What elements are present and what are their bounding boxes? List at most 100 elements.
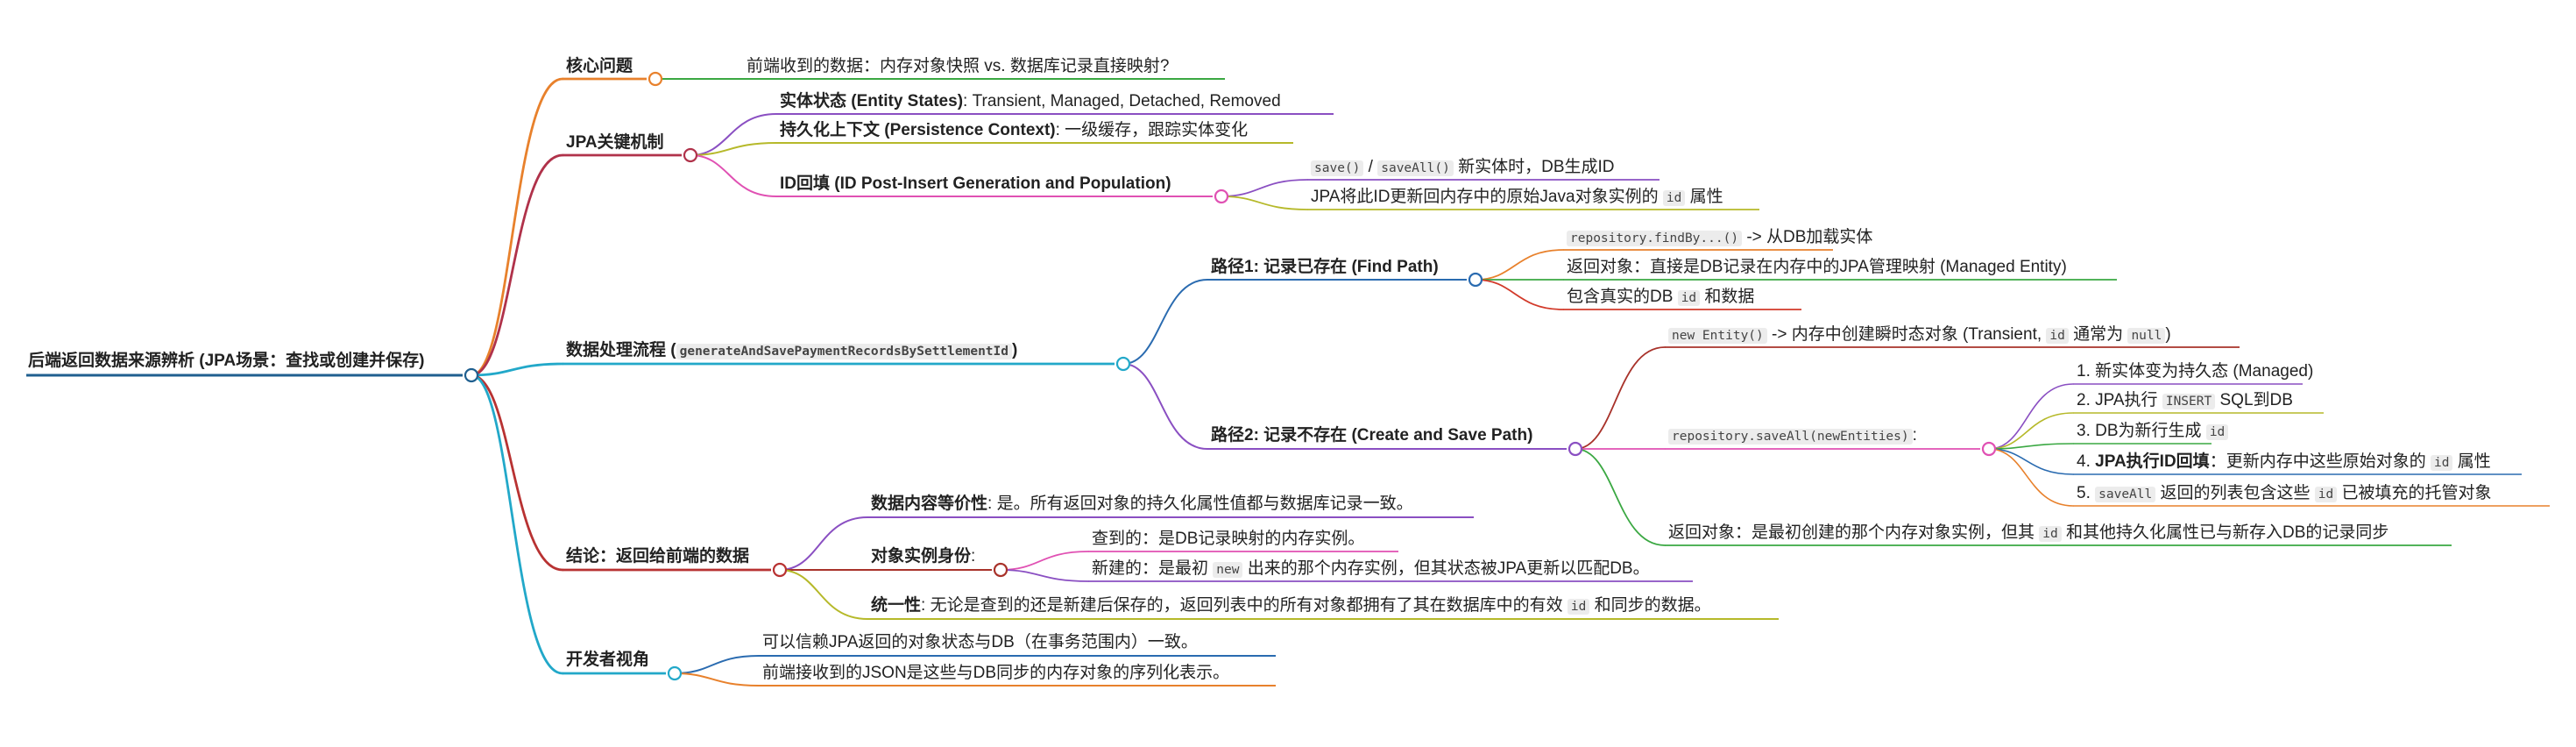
step-2[interactable]: 2. JPA执行 INSERT SQL到DB bbox=[2077, 390, 2293, 412]
path2-return-connector bbox=[1575, 448, 1666, 546]
identity-found-connector bbox=[1000, 551, 1089, 571]
core-question-text[interactable]: 前端收到的数据：内存对象快照 vs. 数据库记录直接映射? bbox=[747, 57, 1170, 75]
identity-found-node[interactable]: 查到的：是DB记录映射的内存实例。 bbox=[1092, 530, 1365, 548]
step-4-post: 属性 bbox=[2452, 452, 2491, 471]
unity-label: 统一性 bbox=[871, 596, 922, 615]
jpa-id-connector bbox=[690, 154, 777, 197]
path2-new-text-c: ) bbox=[2165, 325, 2171, 344]
step-4-bold: JPA执行ID回填 bbox=[2095, 452, 2210, 471]
developer-view-branch[interactable]: 开发者视角 bbox=[566, 651, 650, 669]
step-4-id-code: id bbox=[2430, 455, 2453, 471]
path2-id-code: id bbox=[2046, 328, 2069, 344]
path2-return-node[interactable]: 返回对象：是最初创建的那个内存对象实例，但其 id 和其他持久化属性已与新存入D… bbox=[1668, 523, 2388, 544]
entity-states-node[interactable]: 实体状态 (Entity States): Transient, Managed… bbox=[780, 91, 1281, 112]
saveall-node[interactable]: repository.saveAll(newEntities): bbox=[1668, 425, 1917, 447]
path2-return-post: 和其他持久化属性已与新存入DB的记录同步 bbox=[2061, 523, 2389, 542]
id-population-node[interactable]: ID回填 (ID Post-Insert Generation and Popu… bbox=[780, 174, 1171, 193]
step-2-connector bbox=[1988, 412, 2074, 450]
path2-new-text-b: 通常为 bbox=[2068, 325, 2128, 344]
step-5-post: 已被填充的托管对象 bbox=[2337, 484, 2492, 502]
path1-contains-connector bbox=[1475, 279, 1564, 310]
persistence-context-node[interactable]: 持久化上下文 (Persistence Context): 一级缓存，跟踪实体变… bbox=[780, 120, 1248, 141]
saveall-code: saveAll() bbox=[1377, 160, 1454, 176]
step-1-connector bbox=[1988, 383, 2074, 450]
unity-id-code: id bbox=[1567, 599, 1590, 615]
new-entity-code: new Entity() bbox=[1668, 328, 1767, 344]
step-2-post: SQL到DB bbox=[2215, 391, 2293, 409]
equivalence-node[interactable]: 数据内容等价性: 是。所有返回对象的持久化属性值都与数据库记录一致。 bbox=[871, 494, 1413, 515]
root-to-conclusion-connector bbox=[470, 374, 564, 572]
core-question-branch[interactable]: 核心问题 bbox=[566, 57, 633, 75]
step-4[interactable]: 4. JPA执行ID回填：更新内存中这些原始对象的 id 属性 bbox=[2077, 452, 2491, 473]
entity-states-values: : Transient, Managed, Detached, Removed bbox=[963, 92, 1281, 110]
id-junction-circle bbox=[1214, 189, 1229, 204]
entity-states-label: 实体状态 (Entity States) bbox=[780, 92, 964, 110]
root-to-dev-connector bbox=[470, 374, 564, 675]
path1-junction-circle bbox=[1468, 272, 1483, 288]
step-3-id-code: id bbox=[2205, 424, 2229, 440]
step-2-pre: 2. JPA执行 bbox=[2077, 391, 2162, 409]
jpa-junction-circle bbox=[683, 147, 698, 163]
step-4-connector bbox=[1988, 448, 2074, 475]
path2-junction-circle bbox=[1568, 441, 1583, 457]
step-5-mid: 返回的列表包含这些 bbox=[2155, 484, 2315, 502]
unity-pre: : 无论是查到的还是新建后保存的，返回列表中的所有对象都拥有了其在数据库中的有效 bbox=[921, 596, 1568, 615]
conclusion-equiv-connector bbox=[779, 516, 868, 571]
persistence-context-desc: : 一级缓存，跟踪实体变化 bbox=[1055, 121, 1249, 139]
save-slash: / bbox=[1363, 158, 1378, 176]
dev-trust-node[interactable]: 可以信赖JPA返回的对象状态与DB（在事务范围内）一致。 bbox=[762, 633, 1198, 651]
save-code: save() bbox=[1311, 160, 1364, 176]
flow-title-pre: 数据处理流程 ( bbox=[566, 341, 676, 359]
jpa-mechanism-branch[interactable]: JPA关键机制 bbox=[566, 133, 664, 152]
dev-json-node[interactable]: 前端接收到的JSON是这些与DB同步的内存对象的序列化表示。 bbox=[762, 664, 1230, 682]
id-save-node[interactable]: save() / saveAll() 新实体时，DB生成ID bbox=[1311, 157, 1615, 179]
step-5[interactable]: 5. saveAll 返回的列表包含这些 id 已被填充的托管对象 bbox=[2077, 483, 2492, 505]
step-5-pre: 5. bbox=[2077, 484, 2096, 502]
id-update-pre: JPA将此ID更新回内存中的原始Java对象实例的 bbox=[1311, 188, 1663, 206]
data-flow-branch[interactable]: 数据处理流程 (generateAndSavePaymentRecordsByS… bbox=[566, 340, 1017, 362]
core-junction-circle bbox=[648, 71, 663, 87]
path1-contains-pre: 包含真实的DB bbox=[1567, 288, 1678, 306]
equivalence-label: 数据内容等价性 bbox=[871, 494, 988, 513]
identity-junction-circle bbox=[993, 562, 1008, 578]
id-save-text: 新实体时，DB生成ID bbox=[1453, 158, 1615, 176]
step-3[interactable]: 3. DB为新行生成 id bbox=[2077, 421, 2229, 443]
step-5-connector bbox=[1988, 448, 2074, 507]
root-to-core-connector bbox=[470, 77, 564, 377]
conclusion-junction-circle bbox=[772, 562, 788, 578]
persistence-context-label: 持久化上下文 (Persistence Context) bbox=[780, 121, 1056, 139]
path1-contains-node[interactable]: 包含真实的DB id 和数据 bbox=[1567, 287, 1754, 309]
flow-path2-connector bbox=[1122, 363, 1208, 450]
id-update-post: 属性 bbox=[1685, 188, 1723, 206]
id-update-connector bbox=[1221, 196, 1308, 210]
identity-node[interactable]: 对象实例身份: bbox=[871, 546, 975, 567]
path1-return-node[interactable]: 返回对象：直接是DB记录在内存中的JPA管理映射 (Managed Entity… bbox=[1567, 258, 2067, 276]
path1-id-code: id bbox=[1677, 290, 1701, 306]
step-1[interactable]: 1. 新实体变为持久态 (Managed) bbox=[2077, 362, 2314, 381]
path2-new-entity-node[interactable]: new Entity() -> 内存中创建瞬时态对象 (Transient, i… bbox=[1668, 324, 2171, 346]
path2-return-id-code: id bbox=[2039, 526, 2062, 542]
path1-find-node[interactable]: repository.findBy...() -> 从DB加载实体 bbox=[1567, 227, 1872, 249]
step-4-pre: 4. bbox=[2077, 452, 2096, 471]
path2-return-pre: 返回对象：是最初创建的那个内存对象实例，但其 bbox=[1668, 523, 2040, 542]
new-keyword-code: new bbox=[1213, 562, 1243, 578]
identity-new-connector bbox=[1000, 569, 1089, 582]
step-5-saveall-code: saveAll bbox=[2095, 487, 2156, 502]
flow-method-code: generateAndSavePaymentRecordsBySettlemen… bbox=[676, 344, 1012, 359]
step-4-mid: ：更新内存中这些原始对象的 bbox=[2209, 452, 2431, 471]
root-topic[interactable]: 后端返回数据来源辨析 (JPA场景：查找或创建并保存) bbox=[28, 352, 425, 370]
unity-node[interactable]: 统一性: 无论是查到的还是新建后保存的，返回列表中的所有对象都拥有了其在数据库中… bbox=[871, 595, 1711, 617]
path1-node[interactable]: 路径1: 记录已存在 (Find Path) bbox=[1211, 258, 1439, 276]
identity-new-node[interactable]: 新建的：是最初 new 出来的那个内存实例，但其状态被JPA更新以匹配DB。 bbox=[1092, 558, 1650, 580]
dev-json-connector bbox=[674, 672, 760, 687]
conclusion-branch[interactable]: 结论：返回给前端的数据 bbox=[566, 547, 750, 566]
identity-colon: : bbox=[971, 547, 976, 566]
root-to-jpa-connector bbox=[470, 153, 564, 377]
id-update-node[interactable]: JPA将此ID更新回内存中的原始Java对象实例的 id 属性 bbox=[1311, 187, 1723, 209]
path2-node[interactable]: 路径2: 记录不存在 (Create and Save Path) bbox=[1211, 426, 1533, 445]
flow-title-post: ) bbox=[1012, 341, 1018, 359]
id-update-code: id bbox=[1662, 190, 1686, 206]
equivalence-text: : 是。所有返回对象的持久化属性值都与数据库记录一致。 bbox=[987, 494, 1413, 513]
identity-new-post: 出来的那个内存实例，但其状态被JPA更新以匹配DB。 bbox=[1242, 559, 1650, 578]
